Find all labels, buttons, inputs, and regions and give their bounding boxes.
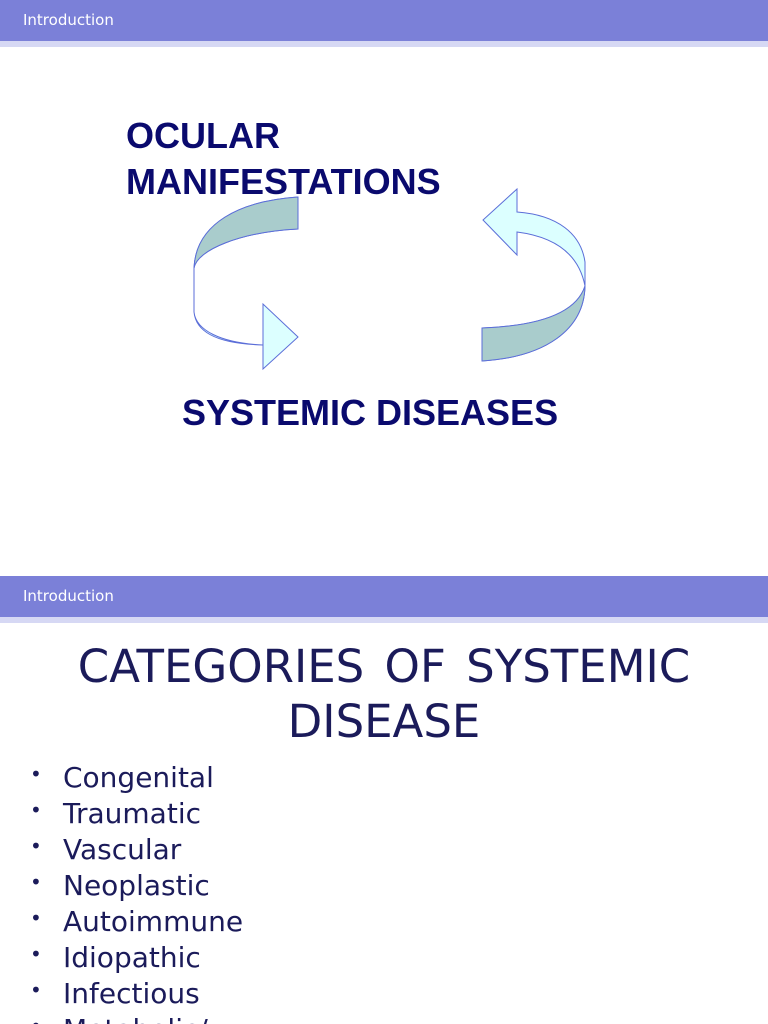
slide-categories: Introduction CATEGORIES OF SYSTEMIC DISE… [0,576,768,1024]
list-item-label: Idiopathic [63,941,201,974]
list-item: • Vascular [30,832,243,868]
list-item-label: Autoimmune [63,905,244,938]
list-item: • Idiopathic [30,940,243,976]
bullet-icon: • [30,870,42,894]
list-item: • Traumatic [30,796,243,832]
header-bar: Introduction [0,0,768,41]
categories-list: • Congenital • Traumatic • Vascular • Neopla… [30,760,243,1024]
header-divider [0,617,768,623]
list-item: •Metabolic/ [30,1012,243,1024]
list-item-label: Traumatic [63,797,201,830]
section-label: Introduction [23,11,114,29]
ocular-manifestations-heading: OCULAR MANIFESTATIONS [126,115,441,202]
list-item: • Infectious [30,976,243,1012]
bullet-icon: • [30,798,42,822]
list-item: • Autoimmune [30,904,243,940]
list-item: • Neoplastic [30,868,243,904]
bullet-icon: • [30,834,42,858]
header-divider [0,41,768,47]
list-item-label: Vascular [63,833,182,866]
cycle-arrows-diagram [193,187,586,371]
bullet-icon: • [30,1008,42,1024]
section-label: Introduction [23,587,114,605]
slide-ocular-systemic: Introduction OCULAR MANIFESTATIONS SYSTE… [0,0,768,433]
list-item-label: Neoplastic [63,869,210,902]
right-curved-arrow-icon [481,187,586,362]
list-item-label: Metabolic/ [63,1013,208,1024]
left-curved-arrow-icon [193,196,299,371]
list-item-label: Infectious [63,977,200,1010]
bullet-icon: • [30,942,42,966]
categories-title: CATEGORIES OF SYSTEMIC DISEASE [77,640,691,748]
systemic-diseases-heading: SYSTEMIC DISEASES [182,392,559,433]
bullet-icon: • [30,978,42,1002]
bullet-icon: • [30,906,42,930]
bullet-icon: • [30,762,42,786]
list-item: • Congenital [30,760,243,796]
list-item-label: Congenital [63,761,214,794]
header-bar: Introduction [0,576,768,617]
